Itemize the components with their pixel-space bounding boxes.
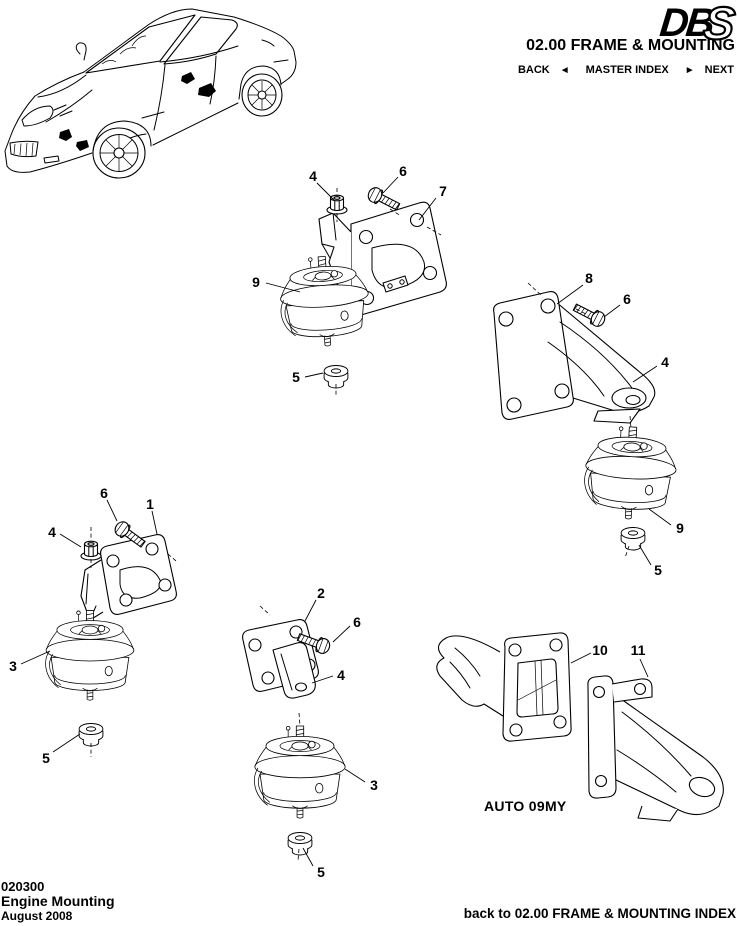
callout-part-5: 5 (317, 864, 325, 880)
variant-label: AUTO 09MY (484, 798, 567, 814)
callout-part-9: 9 (676, 520, 684, 536)
callout-part-4: 4 (337, 667, 345, 683)
assembly-front-rh-mount (265, 176, 447, 396)
assembly-rear-lh-mount (242, 599, 366, 867)
callout-part-5: 5 (654, 562, 662, 578)
callout-part-7: 7 (439, 183, 447, 199)
callout-part-9: 9 (252, 274, 260, 290)
master-index-link[interactable]: MASTER INDEX (585, 64, 669, 76)
callout-part-4: 4 (48, 524, 56, 540)
assembly-front-lh-mount (20, 499, 177, 757)
auto-09my-brackets (436, 632, 724, 822)
callout-part-3: 3 (370, 777, 378, 793)
mount-location-marker (198, 83, 216, 97)
mount-location-marker (59, 129, 72, 141)
mount-location-marker (76, 140, 89, 151)
callout-part-3: 3 (9, 658, 17, 674)
assembly-rear-rh-mount (493, 282, 679, 566)
callout-part-5: 5 (292, 369, 300, 385)
document-code: 020300 (1, 879, 45, 894)
callout-part-11: 11 (630, 642, 646, 658)
callout-part-6: 6 (623, 291, 631, 307)
back-to-index-link[interactable]: back to 02.00 FRAME & MOUNTING INDEX (463, 906, 736, 921)
callout-part-10: 10 (592, 642, 608, 658)
document-title: Engine Mounting (1, 893, 115, 909)
callout-part-6: 6 (353, 614, 361, 630)
header-navigation: BACK ◄ MASTER INDEX ► NEXT (518, 64, 734, 76)
mount-location-marker (181, 72, 195, 84)
document-date: August 2008 (1, 909, 73, 923)
car-illustration (4, 8, 297, 179)
callout-part-4: 4 (309, 168, 317, 184)
callout-part-5: 5 (42, 750, 50, 766)
callout-part-6: 6 (100, 485, 108, 501)
callout-part-6: 6 (399, 163, 407, 179)
section-title: 02.00 FRAME & MOUNTING (526, 37, 735, 54)
next-link[interactable]: NEXT (704, 64, 734, 76)
back-arrow-icon[interactable]: ◄ (559, 64, 570, 76)
callout-part-4: 4 (661, 354, 669, 370)
back-link[interactable]: BACK (517, 64, 550, 76)
callout-part-1: 1 (146, 496, 154, 512)
callout-part-2: 2 (317, 585, 325, 601)
callout-part-8: 8 (585, 270, 593, 286)
next-arrow-icon[interactable]: ► (684, 64, 695, 76)
